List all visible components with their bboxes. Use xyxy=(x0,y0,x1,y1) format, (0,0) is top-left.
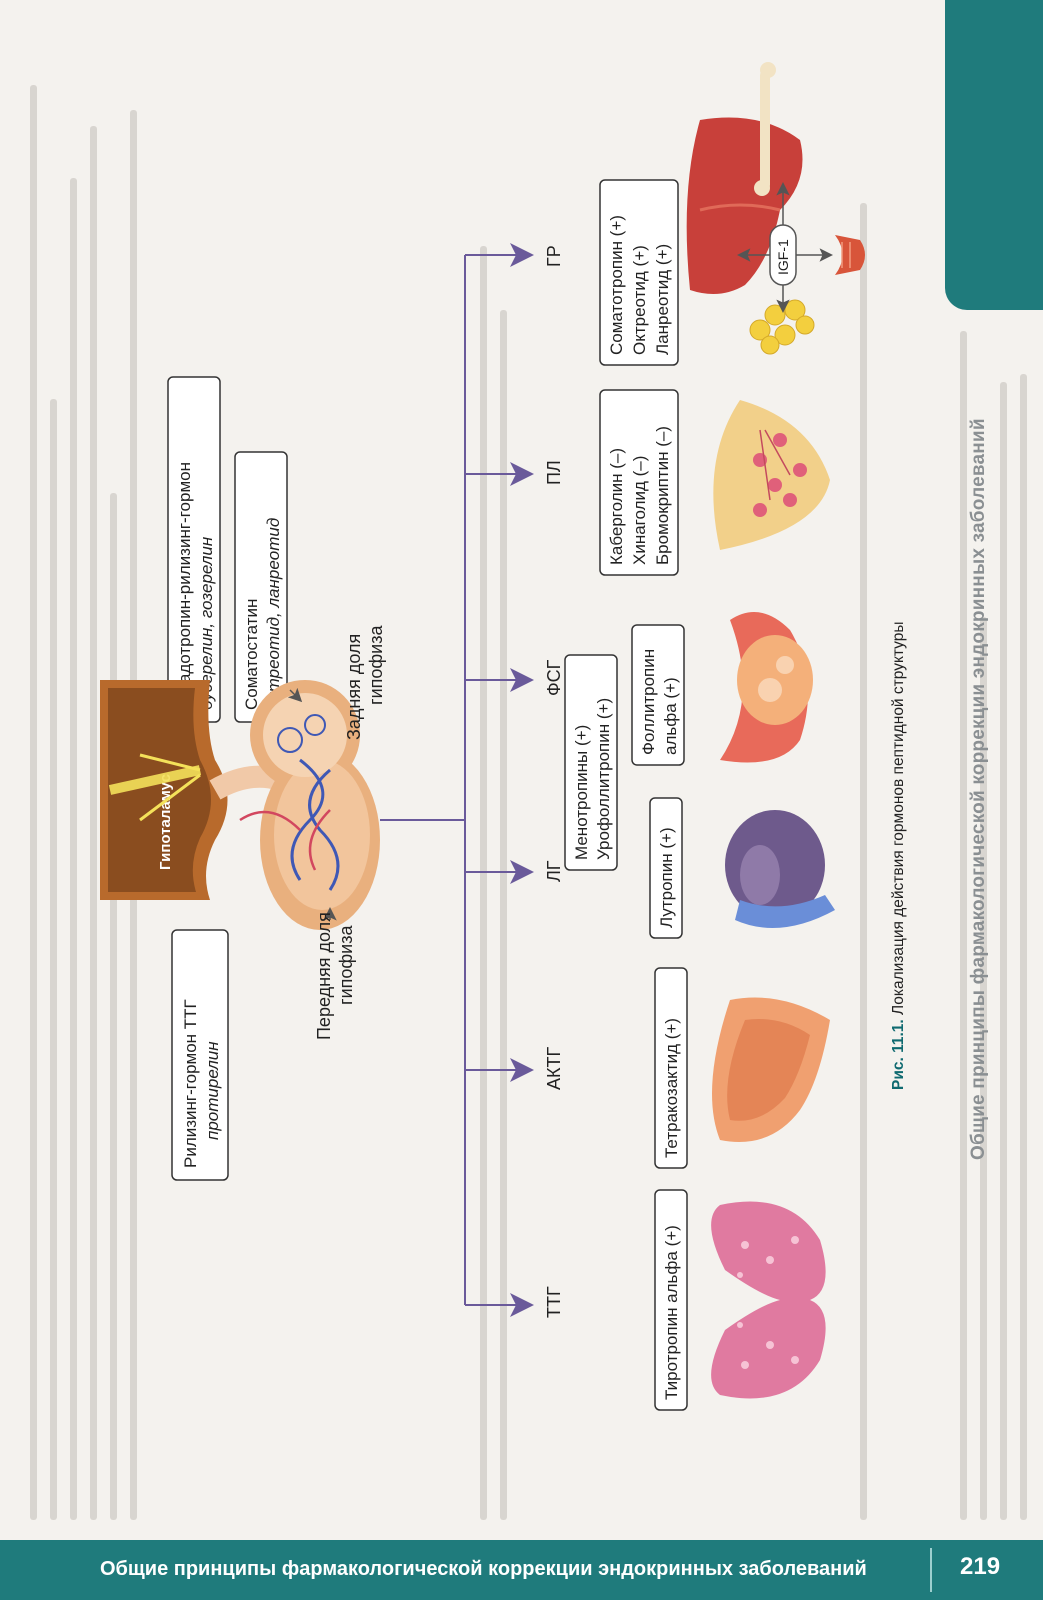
hormone-label-lg: ЛГ xyxy=(544,860,564,882)
fat-icon xyxy=(749,299,815,355)
pituitary-illustration: Гипоталамус xyxy=(100,680,380,930)
hormone-label-ttg: ТТГ xyxy=(544,1286,564,1318)
hypothalamus-label: Гипоталамус xyxy=(157,774,174,870)
svg-text:Тиротропин альфа (+): Тиротропин альфа (+) xyxy=(662,1225,681,1400)
svg-text:Менотропины (+): Менотропины (+) xyxy=(572,725,591,860)
running-head: Общие принципы фармакологической коррекц… xyxy=(968,418,989,1160)
testis-icon xyxy=(725,810,835,928)
bone-icon xyxy=(754,62,776,196)
drug-box-gr: Соматотропин (+) Октреотид (+) Ланреотид… xyxy=(599,179,679,366)
svg-text:Каберголин (–): Каберголин (–) xyxy=(607,448,626,565)
hormone-label-pl: ПЛ xyxy=(544,460,564,485)
figure-caption: Рис. 11.1. Локализация действия гормонов… xyxy=(890,621,908,1090)
drug-box-actg: Тетракозактид (+) xyxy=(654,967,688,1169)
somatostatin-drug: октреотид, ланреотид xyxy=(264,518,283,710)
trh-title: Рилизинг-гормон ТТГ xyxy=(181,999,200,1168)
hormone-diagram: Рилизинг-гормон ТТГ протирелин Гонадотро… xyxy=(100,62,865,1411)
rotated-content: Рилизинг-гормон ТТГ протирелин Гонадотро… xyxy=(30,0,1043,1520)
caption-label: Рис. 11.1. xyxy=(890,1019,907,1090)
svg-text:Бромокриптин (–): Бромокриптин (–) xyxy=(653,426,672,565)
hormone-label-fsg: ФСГ xyxy=(544,659,564,696)
svg-text:Фоллитропин: Фоллитропин xyxy=(639,649,658,755)
posterior-label-2: гипофиза xyxy=(366,625,386,705)
hormone-label-gr: ГР xyxy=(544,245,564,267)
somatostatin-box: Соматостатин октреотид, ланреотид xyxy=(234,451,288,723)
svg-text:Урофоллитропин (+): Урофоллитропин (+) xyxy=(594,698,613,860)
page-number: 219 xyxy=(960,1553,1001,1580)
svg-text:Тетракозактид (+): Тетракозактид (+) xyxy=(662,1018,681,1158)
ovary-icon xyxy=(720,612,813,763)
hormone-tree xyxy=(380,243,534,1317)
liver-icon xyxy=(686,117,803,294)
gnrh-drug: бусерелин, гозерелин xyxy=(197,536,216,710)
gnrh-title: Гонадотропин-рилизинг-гормон xyxy=(175,462,194,710)
drug-box-lg: Лутропин (+) xyxy=(649,797,683,939)
igf-node: IGF-1 xyxy=(737,182,833,313)
somatostatin-title: Соматостатин xyxy=(242,599,261,710)
posterior-label-1: Задняя доля xyxy=(344,634,364,740)
svg-text:Ланреотид (+): Ланреотид (+) xyxy=(653,244,672,355)
svg-text:альфа (+): альфа (+) xyxy=(661,677,680,755)
svg-text:Соматотропин (+): Соматотропин (+) xyxy=(607,215,626,355)
drug-box-fsg-1: Менотропины (+) Урофоллитропин (+) xyxy=(564,654,618,871)
trh-box: Рилизинг-гормон ТТГ протирелин xyxy=(171,929,229,1181)
muscle-icon xyxy=(835,235,865,275)
anterior-label-2: гипофиза xyxy=(336,925,356,1005)
drug-box-ttg: Тиротропин альфа (+) xyxy=(654,1189,688,1411)
footer-separator xyxy=(930,1548,932,1592)
footer-bar: Общие принципы фармакологической коррекц… xyxy=(0,1540,1043,1600)
svg-text:Хинаголид (–): Хинаголид (–) xyxy=(630,456,649,565)
gnrh-box: Гонадотропин-рилизинг-гормон бусерелин, … xyxy=(167,376,221,723)
adrenal-icon xyxy=(712,997,830,1142)
caption-text: Локализация действия гормонов пептидной … xyxy=(890,621,907,1015)
hormone-label-actg: АКТГ xyxy=(544,1047,564,1090)
anterior-label-1: Передняя доля xyxy=(314,912,334,1040)
trh-drug: протирелин xyxy=(203,1041,222,1140)
drug-box-fsg-2: Фоллитропин альфа (+) xyxy=(631,624,685,766)
thyroid-icon xyxy=(711,1201,826,1399)
drug-box-pl: Каберголин (–) Хинаголид (–) Бромокрипти… xyxy=(599,389,679,576)
svg-text:Октреотид (+): Октреотид (+) xyxy=(630,245,649,355)
svg-text:Лутропин (+): Лутропин (+) xyxy=(657,827,676,928)
footer-title: Общие принципы фармакологической коррекц… xyxy=(100,1558,867,1580)
breast-icon xyxy=(713,400,830,550)
igf-label: IGF-1 xyxy=(775,239,791,275)
